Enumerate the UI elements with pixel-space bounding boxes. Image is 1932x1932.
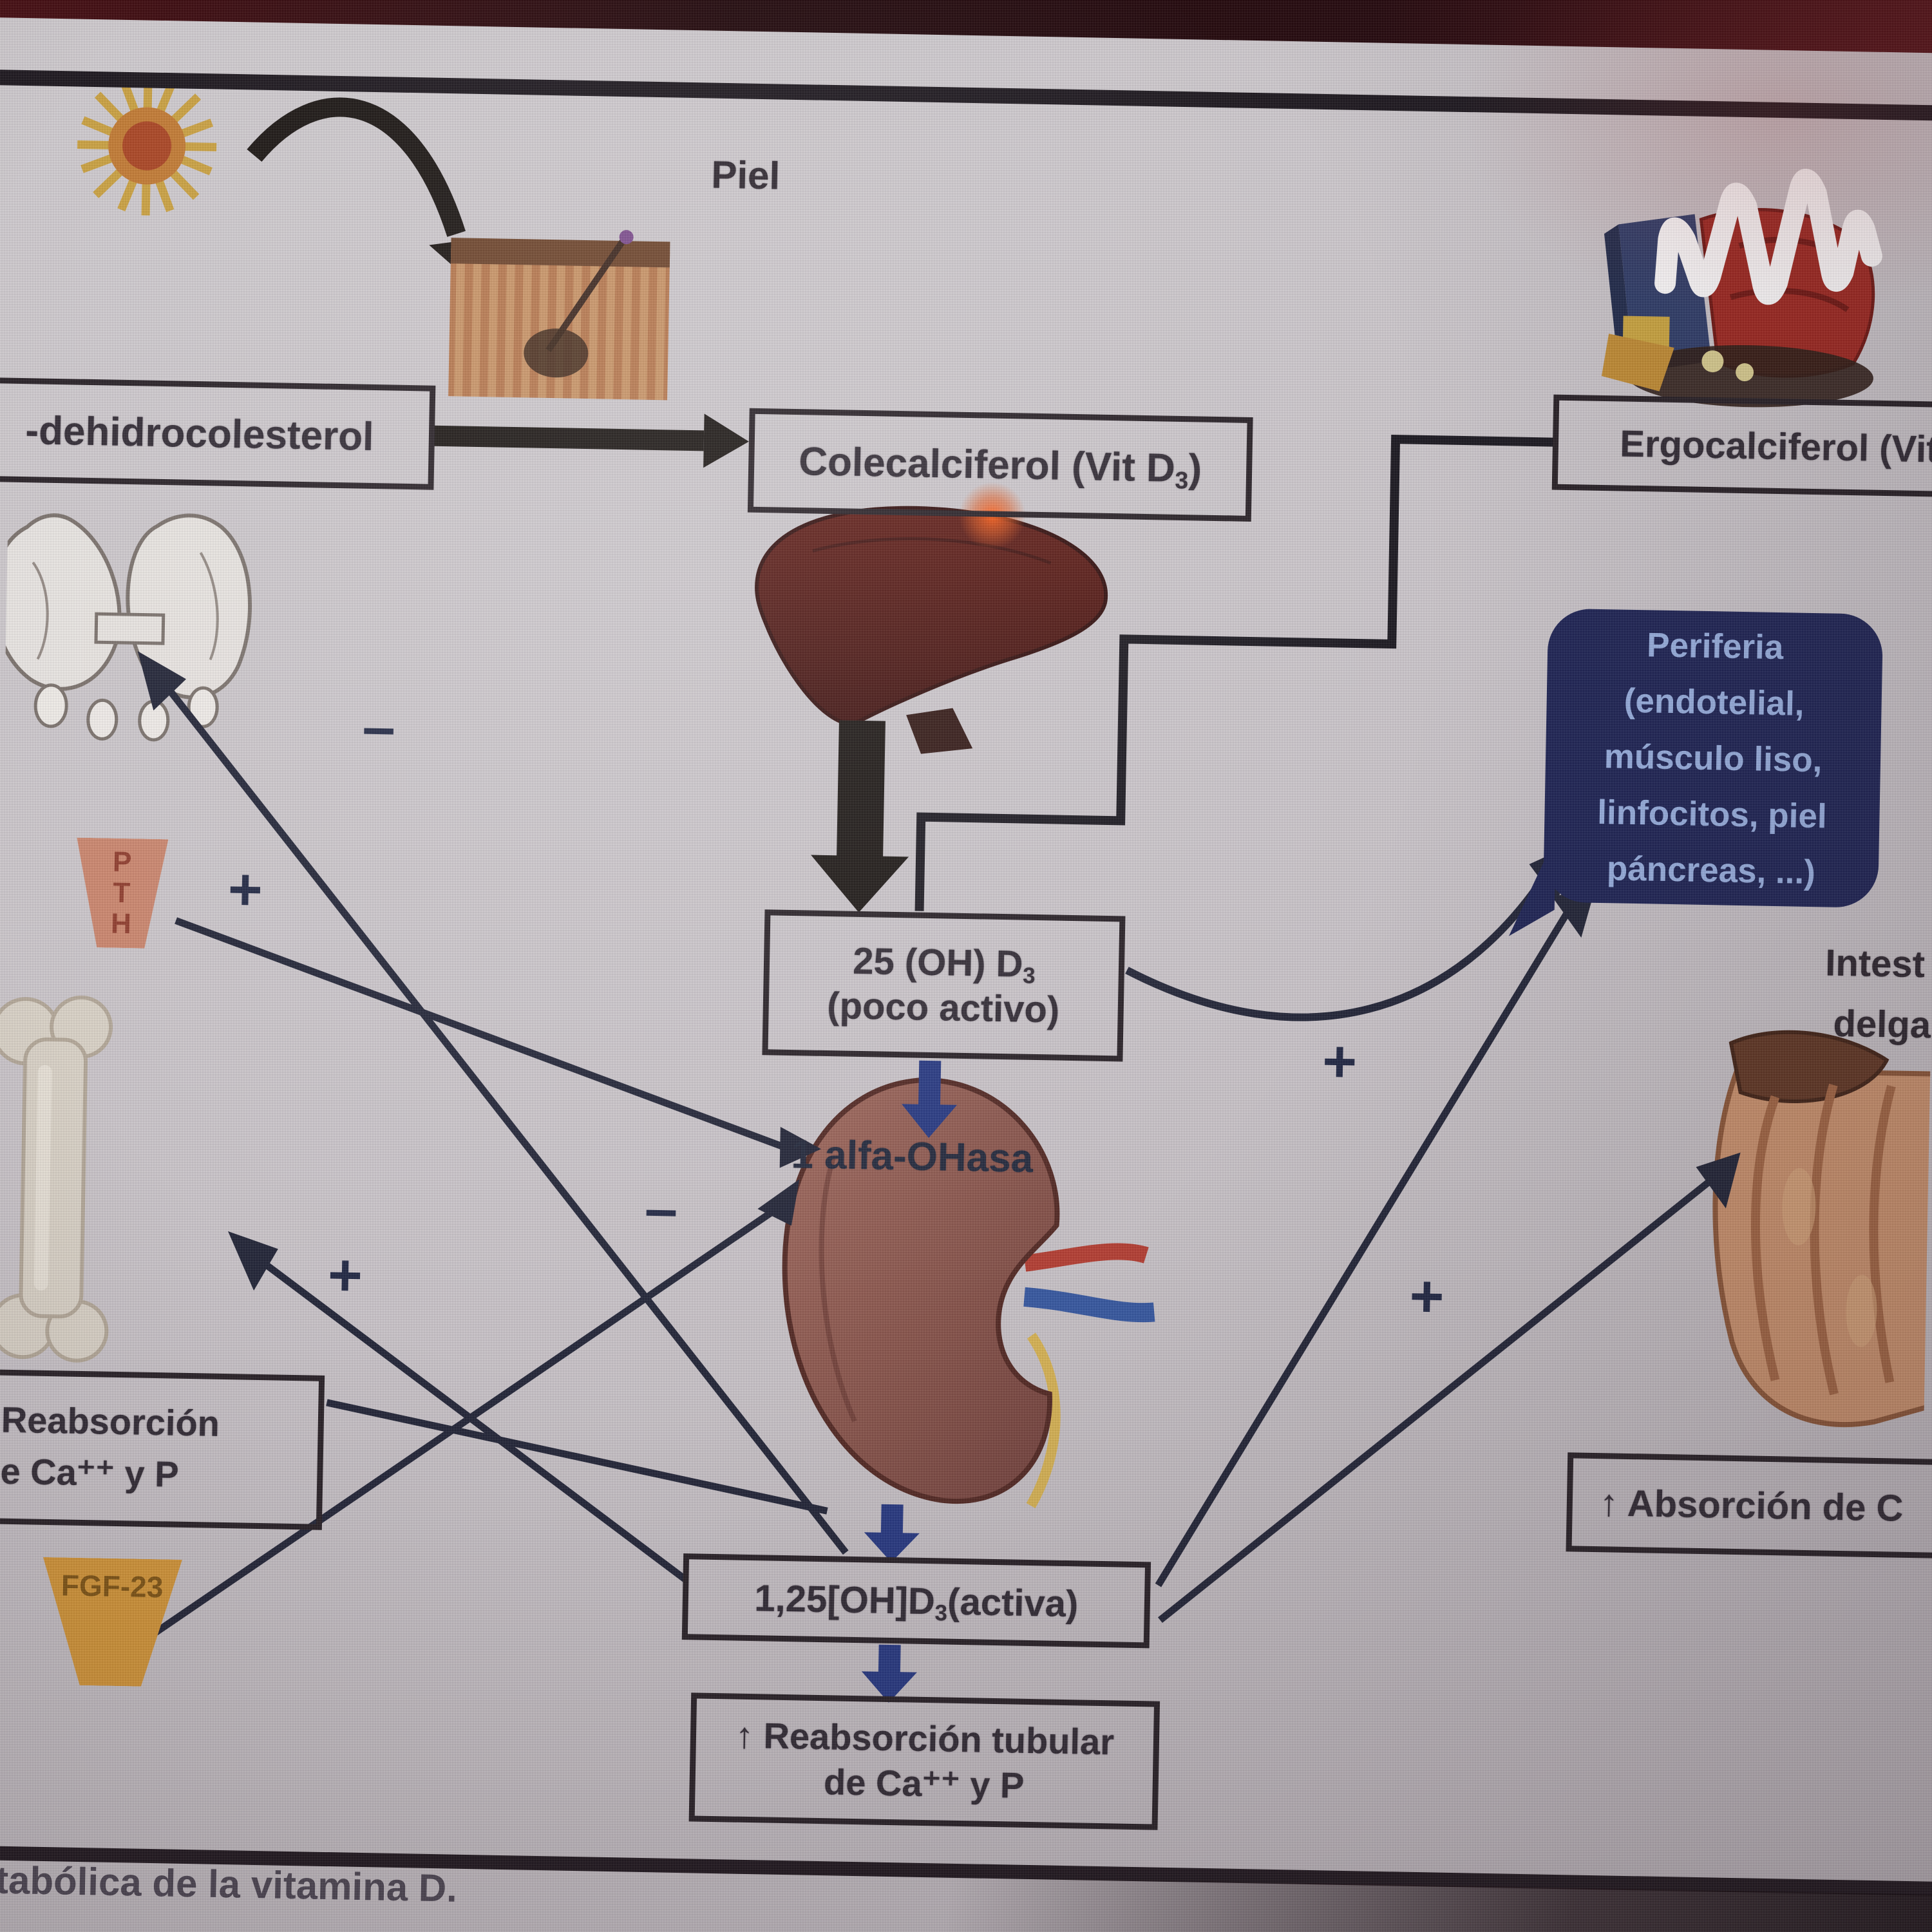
reabsorcion-izq-line1: Reabsorción: [1, 1399, 220, 1444]
periferia-line2: (endotelial,: [1624, 681, 1805, 723]
box-reabsorcion-izquierda: Reabsorción de Ca⁺⁺ y P: [0, 1368, 325, 1530]
sun-icon: [77, 76, 217, 216]
box-dehidrocolesterol: -dehidrocolesterol: [0, 377, 436, 490]
intestine-illustration: [1712, 1030, 1932, 1428]
box-ergocalciferol: Ergocalciferol (Vit: [1551, 394, 1932, 498]
25oh-line2: (poco activo): [826, 985, 1060, 1031]
sun-to-skin-arrow: [247, 97, 481, 282]
bone-illustration: [0, 995, 113, 1363]
activa-tail: (activa): [947, 1580, 1079, 1625]
colecalciferol-label: Colecalciferol (Vit D: [798, 439, 1176, 491]
dehidrocolesterol-label: -dehidrocolesterol: [24, 408, 374, 459]
pth-letter-p: P: [112, 846, 132, 878]
blue-flow-arrows: [861, 1060, 958, 1703]
ergocalciferol-label: Ergocalciferol (Vit: [1619, 422, 1932, 471]
arrow-pth-to-ohasa: [175, 917, 785, 1151]
piel-label: Piel: [710, 153, 781, 198]
absorcion-label: ↑ Absorción de C: [1599, 1481, 1904, 1530]
periferia-plus-sign: +: [1321, 1028, 1358, 1095]
ergo-connector-line: [914, 434, 1556, 911]
periferia-line3: músculo liso,: [1604, 737, 1823, 779]
colecalciferol-close: ): [1188, 446, 1202, 491]
box-reabsorcion-tubular: ↑ Reabsorción tubular de Ca⁺⁺ y P: [688, 1692, 1160, 1830]
ohasa-minus-sign: –: [644, 1175, 679, 1242]
activa-label: 1,25[OH]D: [753, 1577, 936, 1622]
intestino-label: Intest delga: [1824, 933, 1932, 1056]
intestino-line1: Intest: [1824, 942, 1926, 986]
activa-sub: 3: [934, 1600, 948, 1625]
25oh-label: 25 (OH) D: [852, 940, 1024, 986]
intestino-plus-sign: +: [1408, 1263, 1445, 1330]
skin-illustration: [448, 230, 670, 401]
curve-25oh-to-periferia: [1125, 870, 1551, 1021]
kidney-illustration: [782, 1077, 1155, 1508]
liver-illustration: [754, 506, 1108, 754]
periferia-line5: páncreas, ...): [1606, 849, 1816, 891]
box-absorcion: ↑ Absorción de C: [1566, 1452, 1932, 1560]
reabsorcion-tubular-line1: ↑ Reabsorción tubular: [735, 1714, 1115, 1763]
pth-letter-t: T: [112, 876, 131, 909]
periferia-line1: Periferia: [1646, 625, 1784, 667]
pth-letter-h: H: [110, 907, 132, 940]
fgf23-label: FGF-23: [61, 1568, 164, 1604]
arrow-activa-to-bone: [259, 1258, 689, 1584]
arrow-fgf-to-ohasa: [107, 1202, 785, 1667]
liver-to-25oh-arrow: [811, 720, 909, 913]
line-reabsorcion-to-kidney: [326, 1399, 828, 1515]
parathyroid-gland-illustration: [0, 513, 252, 742]
intestino-line2: delga: [1832, 1002, 1931, 1046]
reabsorcion-tubular-line2: de Ca⁺⁺ y P: [823, 1761, 1025, 1806]
periferia-bubble: Periferia (endotelial, músculo liso, lin…: [1542, 608, 1884, 908]
uv-glow-spot: [958, 482, 1026, 549]
bone-plus-sign: +: [327, 1242, 363, 1309]
pth-plus-sign: +: [227, 856, 263, 923]
arrow-activa-to-parathyroid: [164, 685, 849, 1555]
dehidro-to-cole-arrow: [429, 413, 749, 468]
25oh-sub: 3: [1022, 963, 1036, 989]
reabsorcion-izq-line2: de Ca⁺⁺ y P: [0, 1450, 180, 1495]
parathyroid-minus-sign: –: [361, 694, 396, 761]
wave-logo-icon: [1654, 169, 1882, 305]
colecalciferol-sub: 3: [1175, 466, 1189, 494]
arrow-activa-to-intestine: [1158, 1177, 1713, 1623]
figure-caption: etabólica de la vitamina D.: [0, 1858, 458, 1910]
periferia-line4: linfocitos, piel: [1596, 793, 1828, 835]
arrow-activa-to-periferia: [1155, 911, 1571, 1587]
ohasa-label: 1 alfa-OHasa: [790, 1132, 1034, 1181]
